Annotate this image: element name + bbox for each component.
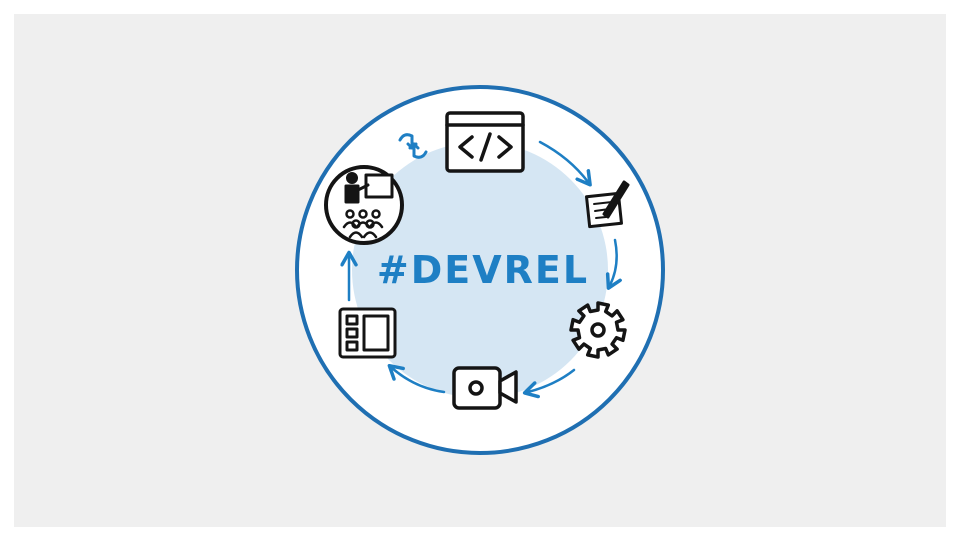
arrow-write-to-gear [605,238,622,290]
cycle-arrows [340,140,622,399]
pen-and-paper-icon [585,180,630,229]
refresh-icon [398,133,428,159]
arrow-gear-to-video [522,368,576,399]
code-window-icon [445,111,525,173]
center-title: #DEVREL [377,248,589,292]
presentation-audience-icon [324,165,404,245]
arrow-video-to-layout [387,363,446,394]
arrow-code-to-write [538,140,592,187]
layout-wireframe-icon [338,307,397,359]
inner-circle [352,142,608,398]
gear-icon [569,301,627,359]
video-camera-icon [452,366,518,410]
